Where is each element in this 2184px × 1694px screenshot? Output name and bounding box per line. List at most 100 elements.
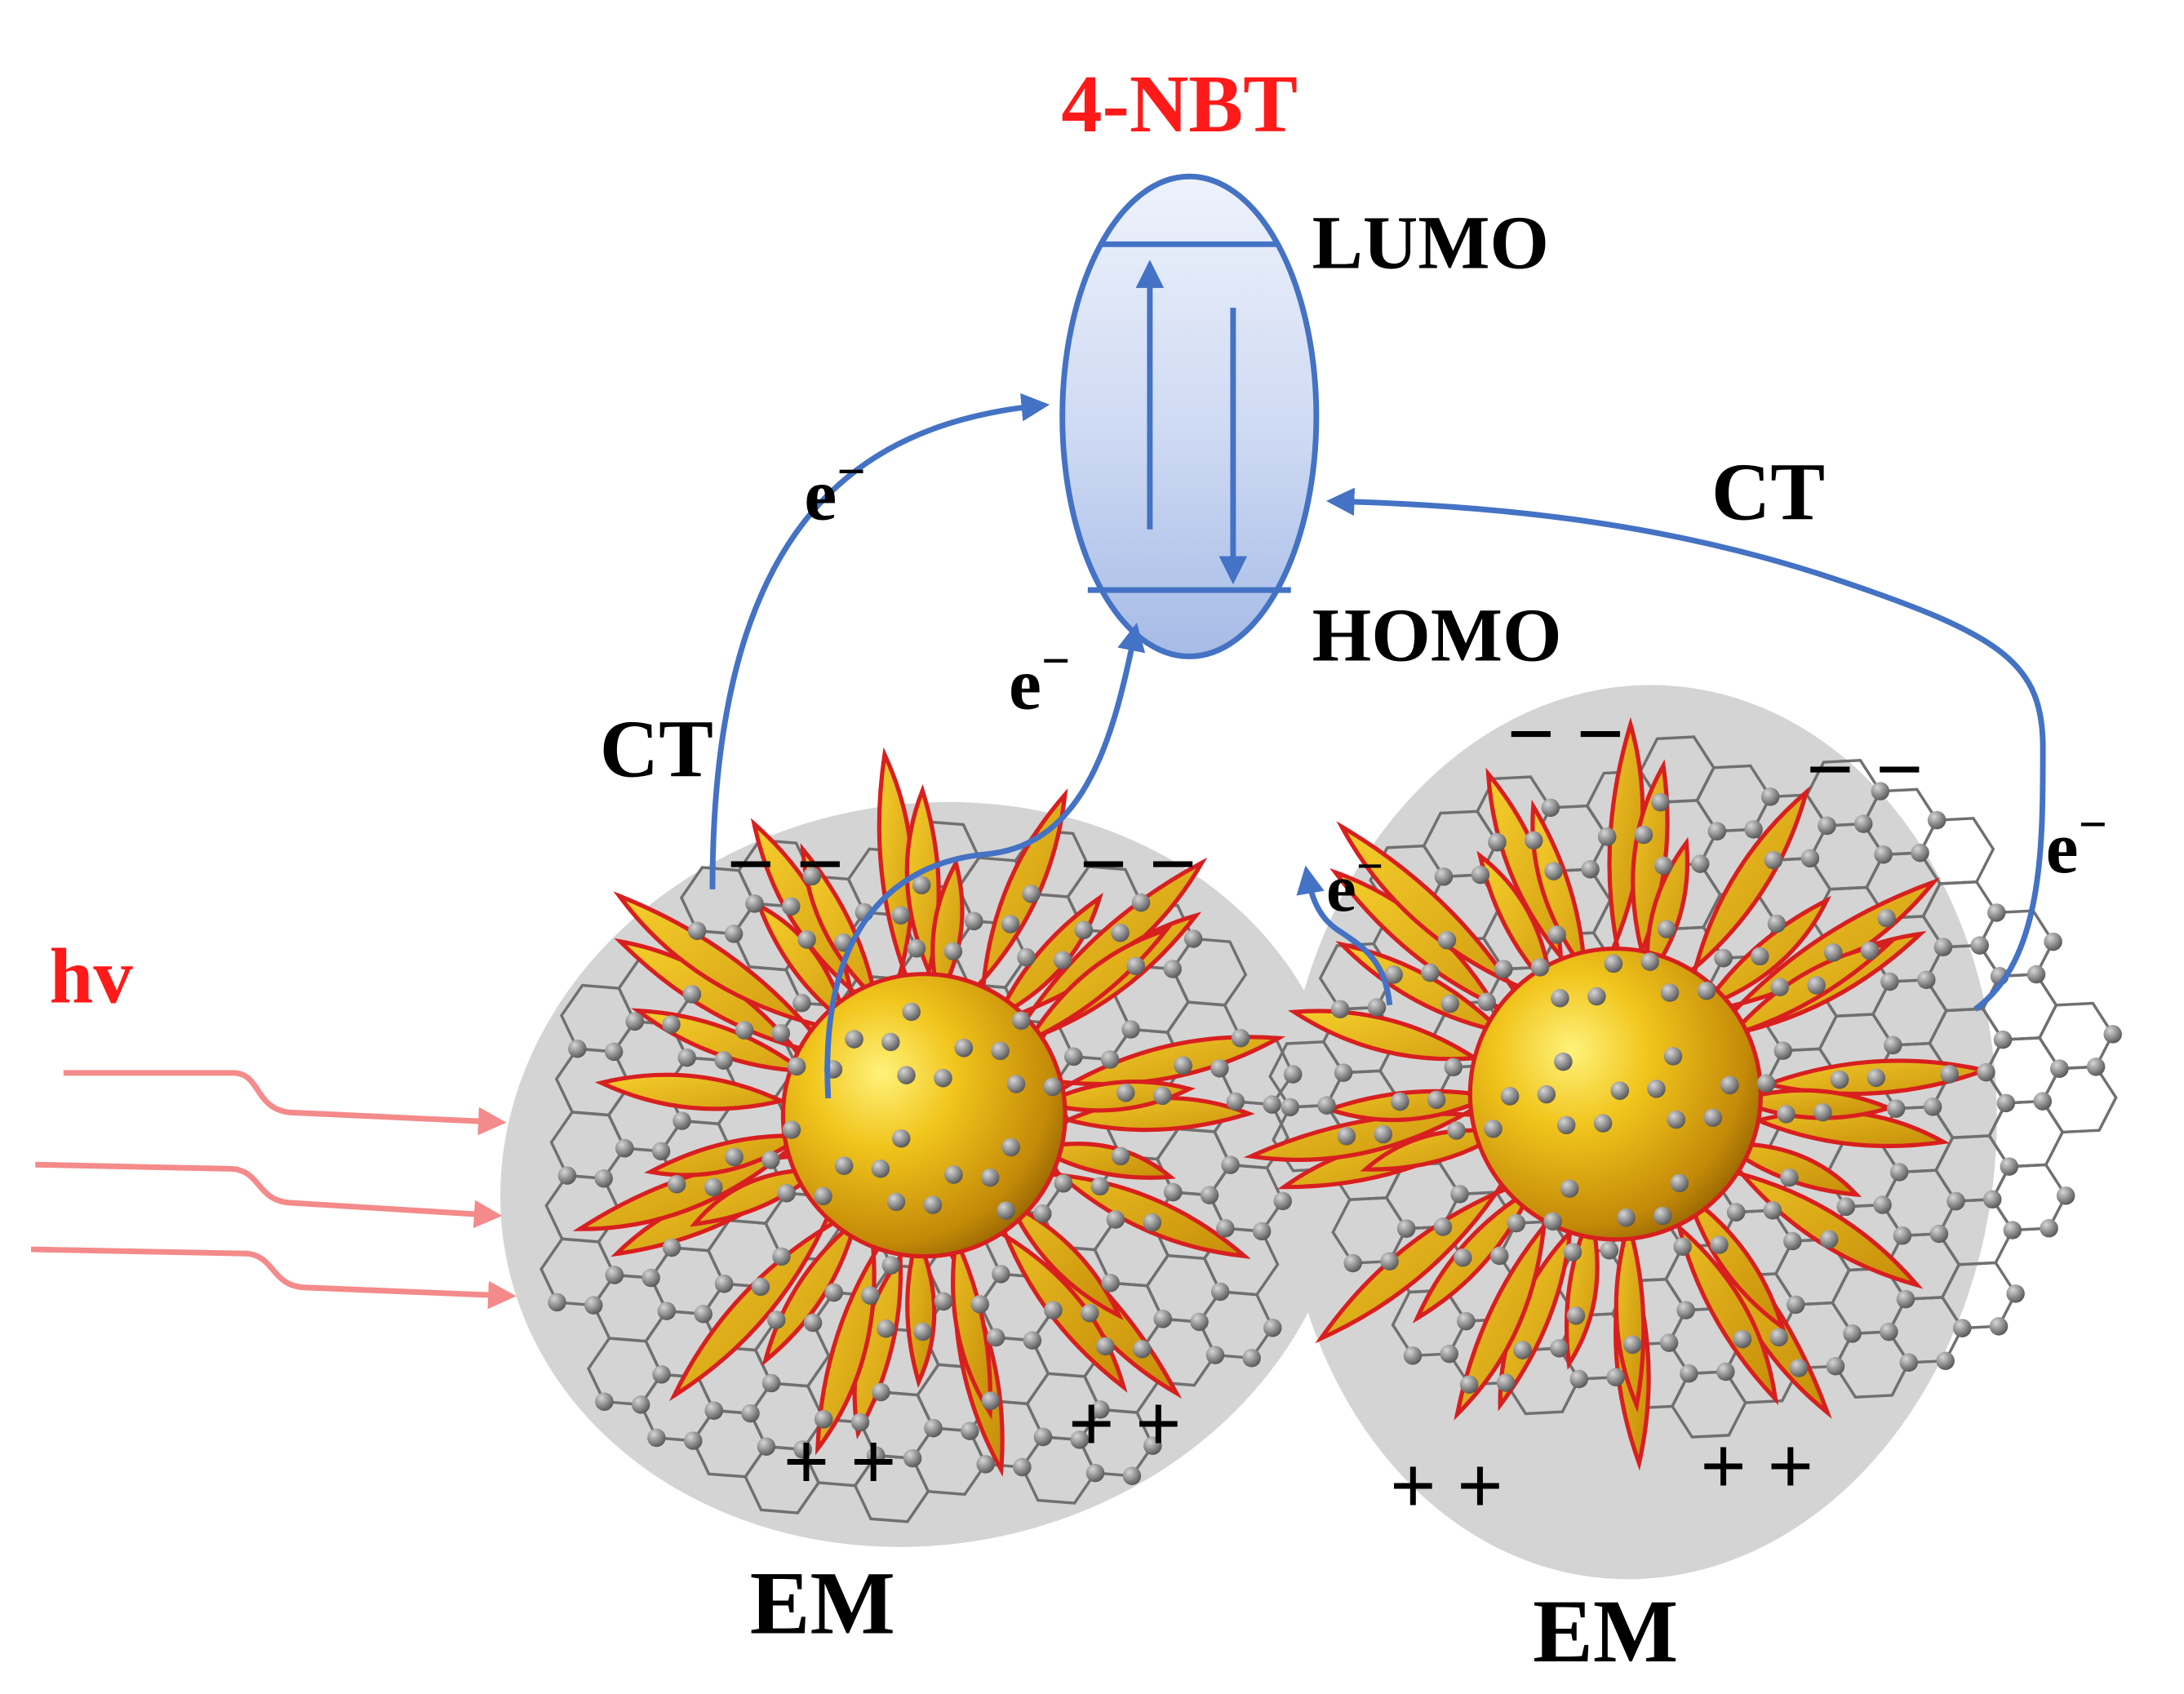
graphene-atom <box>897 1066 916 1084</box>
graphene-atom <box>976 1455 995 1474</box>
molecule-orbital-diagram <box>1059 173 1320 659</box>
graphene-atom <box>924 1418 943 1438</box>
graphene-atom <box>1800 849 1820 868</box>
homo-label: HOMO <box>1312 594 1562 678</box>
ct-label-left: CT <box>600 703 713 794</box>
graphene-atom <box>1756 1074 1776 1093</box>
positive-charges-right-b: + + <box>1700 1421 1813 1511</box>
graphene-atom <box>1080 1304 1099 1323</box>
graphene-atom <box>1673 1237 1692 1257</box>
graphene-atom <box>1556 1115 1576 1135</box>
graphene-atom <box>1566 1306 1586 1325</box>
graphene-atom <box>1871 782 1890 800</box>
graphene-atom <box>814 1410 833 1429</box>
graphene-atom <box>787 1057 806 1076</box>
graphene-atom <box>1640 952 1659 971</box>
graphene-atom <box>814 1186 832 1206</box>
graphene-atom <box>1101 1273 1120 1293</box>
graphene-atom <box>1560 1179 1579 1198</box>
graphene-atom <box>845 1030 863 1049</box>
graphene-atom <box>1617 1208 1636 1227</box>
graphene-atom <box>1569 1369 1588 1389</box>
graphene-atom <box>1654 856 1673 876</box>
graphene-atom <box>1391 1092 1409 1111</box>
graphene-atom <box>1884 1035 1902 1055</box>
graphene-atom <box>1143 1213 1162 1232</box>
ct-arrow-left-inner <box>824 623 1146 1099</box>
light-ray-2 <box>35 1161 503 1229</box>
graphene-atom <box>1022 885 1041 903</box>
graphene-atom <box>1126 956 1145 976</box>
graphene-atom <box>1006 1075 1026 1093</box>
graphene-atom <box>1767 914 1787 933</box>
graphene-atom <box>1064 1047 1083 1067</box>
graphene-atom <box>1936 1351 1955 1370</box>
graphene-atom <box>1216 1219 1235 1238</box>
graphene-atom <box>1769 1328 1788 1347</box>
graphene-atom <box>1396 1219 1416 1238</box>
graphene-atom <box>981 1391 1001 1410</box>
graphene-atom <box>980 1168 1000 1187</box>
graphene-atom <box>1659 1333 1679 1352</box>
graphene-atom <box>1720 1075 1739 1095</box>
graphene-hexagon <box>1978 909 2055 978</box>
graphene-hexagon <box>1991 1163 2068 1232</box>
graphene-atom <box>1403 1346 1423 1365</box>
graphene-atom <box>1933 938 1953 956</box>
graphene-atom <box>1714 948 1733 968</box>
gold-petal <box>815 1194 906 1456</box>
gold-petal <box>613 891 868 1068</box>
graphene-atom <box>1880 1322 1898 1341</box>
graphene-atom <box>1131 893 1151 912</box>
graphene-atom <box>1667 1110 1686 1129</box>
gold-petal <box>668 1172 877 1402</box>
graphene-atom <box>1013 1457 1032 1477</box>
negative-charges-left-a: − − <box>726 818 844 911</box>
graphene-atom <box>1703 1108 1723 1128</box>
graphene-atom <box>1783 1231 1802 1251</box>
graphene-atom <box>1787 1295 1805 1315</box>
graphene-atom <box>651 1142 671 1161</box>
positive-charges-left-a: + + <box>783 1417 896 1507</box>
graphene-atom <box>1457 1311 1476 1331</box>
graphene-atom <box>1133 1340 1152 1359</box>
graphene-atom <box>850 1412 870 1432</box>
graphene-atom <box>1587 987 1606 1006</box>
graphene-atom <box>1454 1248 1472 1267</box>
graphene-atom <box>1893 1226 1912 1245</box>
graphene-atom <box>861 1286 880 1305</box>
graphene-atom <box>568 1039 587 1058</box>
graphene-atom <box>1996 1093 2016 1113</box>
graphene-atom <box>1977 1062 1995 1082</box>
graphene-atom <box>724 925 744 943</box>
graphene-atom <box>1017 947 1036 967</box>
molecule-name: 4-NBT <box>1061 59 1298 149</box>
graphene-atom <box>694 1305 712 1324</box>
graphene-atom <box>1459 1375 1479 1395</box>
graphene-atom <box>802 867 822 886</box>
graphene-atom <box>1777 1105 1796 1124</box>
graphene-atom <box>777 1183 796 1203</box>
graphene-atom <box>1090 1400 1110 1419</box>
graphene-atom <box>647 1428 666 1448</box>
negative-charges-left-b: − − <box>1079 818 1196 911</box>
particle-label-left: EM <box>750 1553 895 1653</box>
graphene-atom <box>1547 925 1566 944</box>
graphene-atom <box>1929 1224 1949 1244</box>
graphene-atom <box>1899 1353 1918 1372</box>
gold-petal <box>942 788 1068 1036</box>
graphene-atom <box>1600 1241 1619 1260</box>
graphene-atom <box>1593 1114 1613 1133</box>
negative-charges-right-b: − − <box>1806 723 1924 816</box>
electron-label-left-lower: e− <box>1009 633 1070 725</box>
graphene-atom <box>1953 1319 1972 1337</box>
graphene-atom <box>1690 854 1710 873</box>
graphene-atom <box>1873 1195 1892 1214</box>
graphene-atom <box>886 1192 906 1212</box>
graphene-atom <box>944 1165 963 1184</box>
graphene-atom <box>907 938 926 958</box>
graphene-atom <box>1780 1168 1799 1187</box>
graphene-atom <box>662 1238 681 1257</box>
graphene-atom <box>1770 978 1789 997</box>
